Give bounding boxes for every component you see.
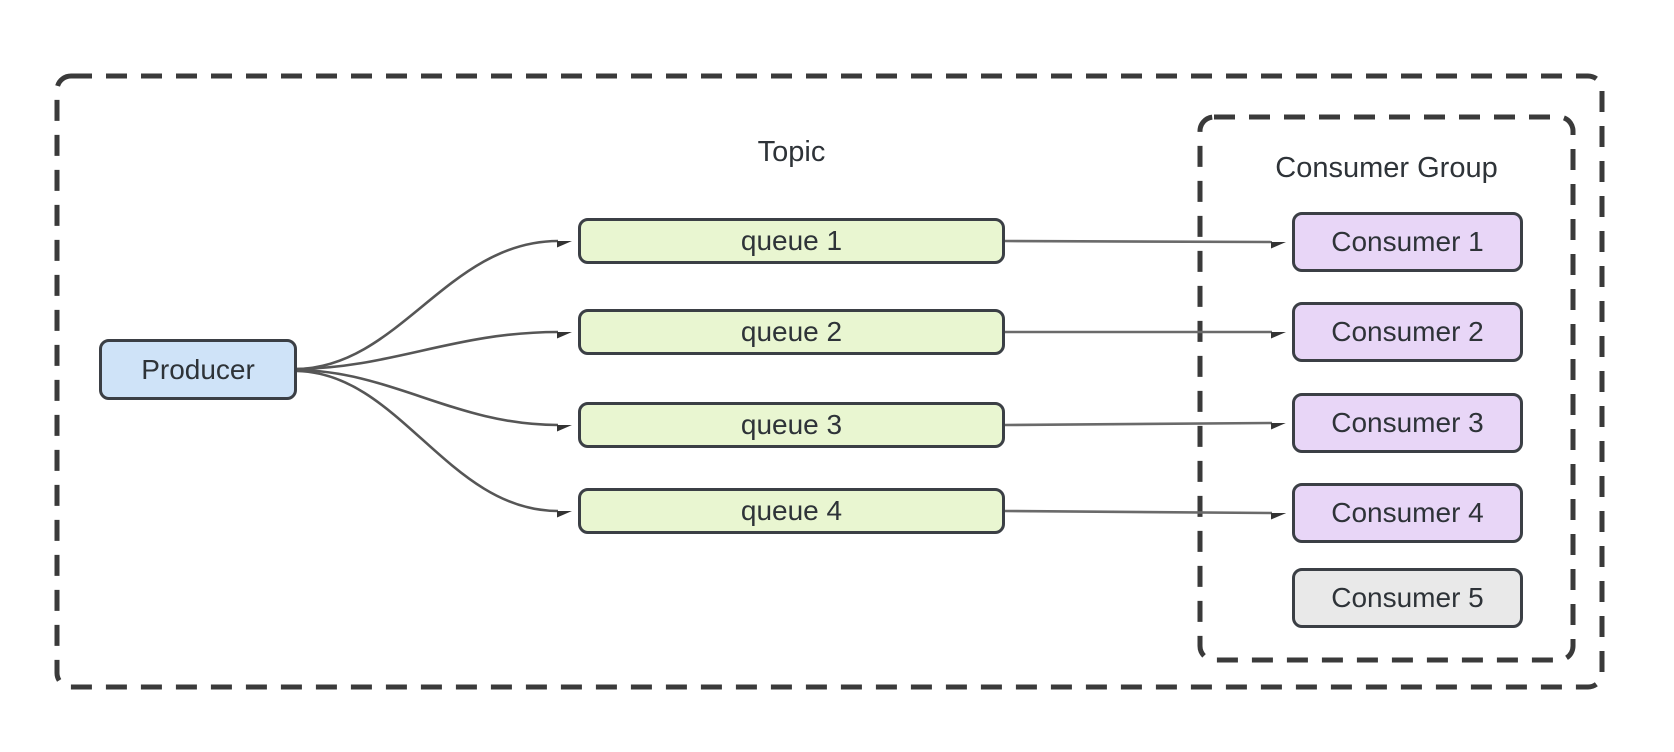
queue-3-label: queue 3 — [740, 409, 843, 440]
consumer-4-label: Consumer 4 — [1331, 497, 1484, 528]
consumer-3-node: Consumer 3 — [1292, 393, 1523, 453]
queue-2-label: queue 2 — [740, 316, 843, 347]
queue-1-label: queue 1 — [740, 225, 843, 256]
consumer-5-label: Consumer 5 — [1331, 582, 1484, 613]
arrow-queue1-consumer1 — [1004, 239, 1272, 242]
topic-label: Topic — [757, 136, 826, 168]
consumer-2-node: Consumer 2 — [1292, 302, 1523, 362]
arrow-producer-queue2 — [296, 330, 558, 371]
queue-2-node: queue 2 — [578, 309, 1005, 355]
consumer-1-node: Consumer 1 — [1292, 212, 1523, 272]
arrow-queue3-consumer3 — [1004, 421, 1272, 425]
consumer-3-label: Consumer 3 — [1331, 407, 1484, 438]
arrow-producer-queue4 — [296, 369, 558, 511]
consumer-5-node: Consumer 5 — [1292, 568, 1523, 628]
queue-1-node: queue 1 — [578, 218, 1005, 264]
system-boundary-dashed-box — [54, 73, 1605, 690]
consumer-1-label: Consumer 1 — [1331, 226, 1484, 257]
producer-node: Producer — [99, 339, 297, 400]
queue-4-node: queue 4 — [578, 488, 1005, 534]
queue-4-label: queue 4 — [740, 495, 843, 526]
arrow-producer-queue3 — [296, 368, 558, 425]
consumer-2-label: Consumer 2 — [1331, 316, 1484, 347]
queue-3-node: queue 3 — [578, 402, 1005, 448]
consumer-4-node: Consumer 4 — [1292, 483, 1523, 543]
producer-node-label: Producer — [141, 353, 255, 385]
arrow-producer-queue1 — [296, 239, 558, 371]
consumer-group-label: Consumer Group — [1275, 152, 1498, 184]
arrow-queue4-consumer4 — [1004, 509, 1272, 513]
